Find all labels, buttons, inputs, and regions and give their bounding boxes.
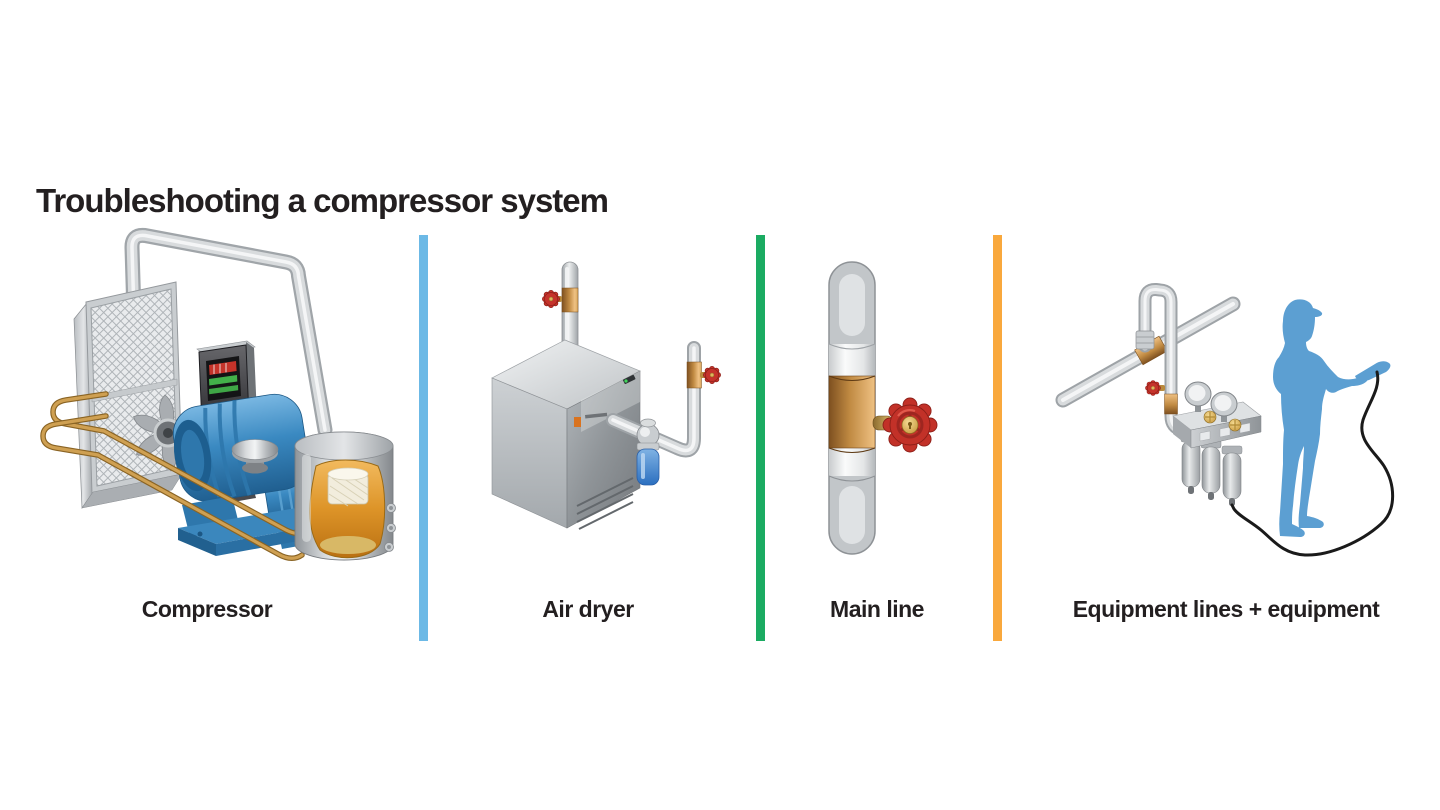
panel-display <box>209 361 239 395</box>
air-dryer-icon <box>491 261 721 530</box>
copper-pipe-section <box>828 375 876 449</box>
section-divider-orange <box>993 235 1002 641</box>
dryer-vents <box>576 477 634 530</box>
receiver-tank <box>294 431 396 561</box>
brass-fittings <box>1203 410 1242 432</box>
red-valve-icon <box>1145 380 1161 396</box>
tool-cable <box>1230 370 1395 557</box>
tank-filter-element <box>327 467 369 507</box>
copper-fitting <box>1164 393 1178 415</box>
red-valve-handwheel <box>872 397 938 453</box>
tank-ports <box>384 503 396 552</box>
copper-fitting <box>561 287 579 313</box>
overhead-pipe <box>124 227 333 438</box>
red-valve-icon <box>703 366 721 384</box>
section-label-equipment: Equipment lines + equipment <box>1072 596 1380 622</box>
red-valve-icon <box>542 290 560 308</box>
section-label-main-line: Main line <box>830 596 924 622</box>
section-label-compressor: Compressor <box>141 596 273 622</box>
compressor-unit-icon <box>40 227 396 561</box>
aftercooler-radiator <box>73 281 183 510</box>
equipment-technician-icon <box>1055 283 1395 557</box>
drain-tee <box>636 418 660 447</box>
dryer-status-leds <box>623 374 636 384</box>
main-pipe <box>828 261 876 555</box>
motor-top-disc <box>231 439 279 474</box>
main-line-valve-icon <box>828 261 938 555</box>
section-divider-green <box>756 235 765 641</box>
drain-bowl <box>636 442 660 486</box>
section-label-air-dryer: Air dryer <box>542 596 634 622</box>
dryer-inlet-pipe <box>542 261 579 365</box>
page-title: Troubleshooting a compressor system <box>36 182 609 220</box>
pressure-gauges <box>1184 381 1238 422</box>
handheld-tool <box>1355 361 1391 381</box>
dryer-front-label <box>574 412 608 427</box>
dryer-cabinet <box>491 339 641 530</box>
filter-manifold <box>1172 381 1262 506</box>
technician-silhouette <box>1273 299 1368 537</box>
dryer-outlet-pipe <box>606 341 721 486</box>
section-divider-blue <box>419 235 428 641</box>
copper-fitting <box>686 361 702 389</box>
pipe-coupling <box>1135 330 1155 350</box>
